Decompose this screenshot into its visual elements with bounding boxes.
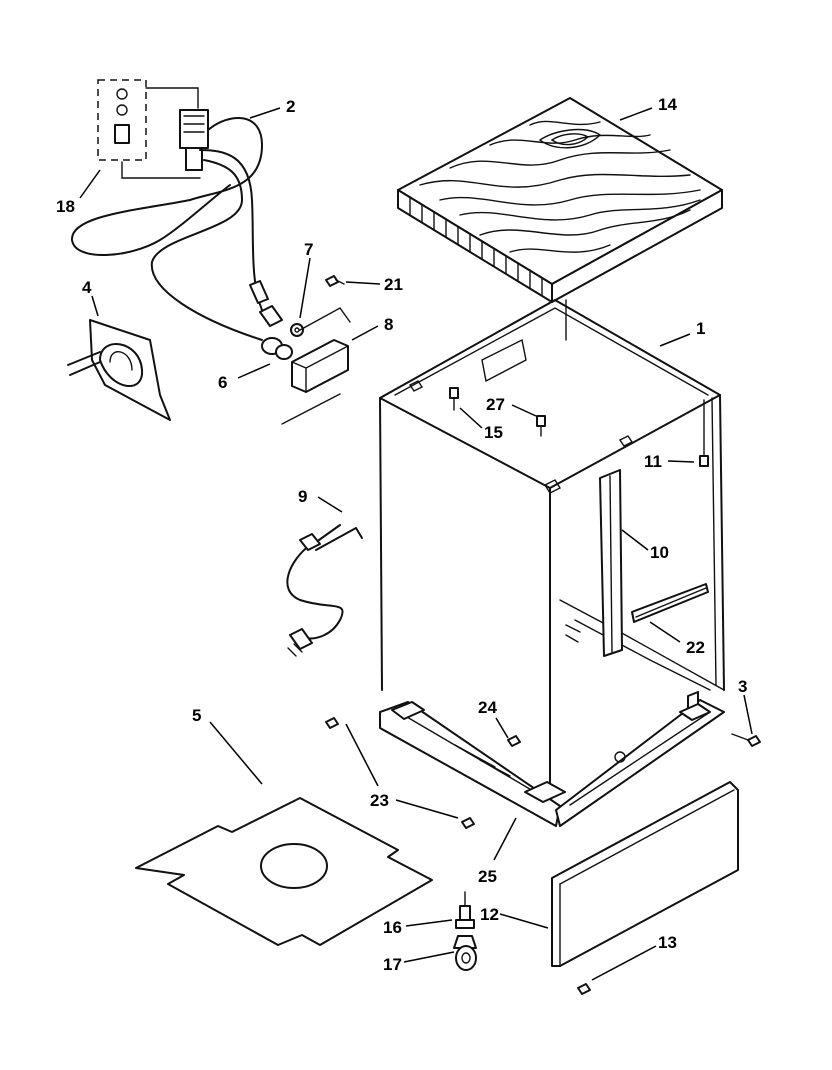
countertop-part	[397, 97, 723, 303]
callout-13: 13	[658, 933, 677, 952]
washer-part	[290, 323, 304, 337]
callout-2: 2	[286, 97, 295, 116]
callout-15: 15	[484, 423, 503, 442]
screw-11-part	[699, 399, 709, 467]
callout-3: 3	[738, 677, 747, 696]
callout-10: 10	[650, 543, 669, 562]
wire-harness-part	[286, 524, 363, 657]
screw-24-part	[507, 735, 521, 747]
callout-14: 14	[658, 95, 677, 114]
callout-leaders	[79, 107, 753, 981]
callout-9: 9	[298, 487, 307, 506]
screw-21-part	[325, 275, 345, 287]
callout-25: 25	[478, 867, 497, 886]
screw-23b-part	[461, 817, 475, 829]
callout-23: 23	[370, 791, 389, 810]
inlet-valve-part	[70, 79, 283, 341]
screw-23a-part	[325, 717, 339, 729]
cabinet-part	[379, 299, 725, 793]
side-brace-part	[599, 469, 623, 657]
callout-24: 24	[478, 698, 497, 717]
base-part	[379, 691, 725, 827]
screw-13-part	[577, 983, 591, 995]
hose-nut-part	[261, 337, 293, 360]
caster-stem-part	[455, 891, 475, 929]
callout-1: 1	[696, 319, 705, 338]
drain-bracket-part	[67, 319, 171, 421]
toe-panel-part	[551, 781, 739, 967]
rear-brace-part	[631, 583, 709, 623]
screw-15-part	[449, 387, 459, 411]
callout-6: 6	[218, 373, 227, 392]
junction-box-part	[281, 307, 351, 425]
callout-11: 11	[644, 452, 662, 471]
callout-17: 17	[383, 955, 402, 974]
caster-part	[453, 935, 477, 971]
callout-12: 12	[480, 905, 499, 924]
floor-pad-part	[135, 797, 433, 946]
callout-labels: 14 2 18 4 7 21 8 6 1 27 15 11 9 10 22 5 …	[56, 95, 747, 974]
screw-27-part	[536, 415, 546, 437]
callout-4: 4	[82, 278, 92, 297]
callout-7: 7	[304, 240, 313, 259]
callout-16: 16	[383, 918, 402, 937]
callout-8: 8	[384, 315, 393, 334]
callout-21: 21	[384, 275, 403, 294]
callout-27: 27	[486, 395, 505, 414]
callout-5: 5	[192, 706, 201, 725]
callout-18: 18	[56, 197, 75, 216]
screw-3-part	[731, 733, 761, 747]
callout-22: 22	[686, 638, 705, 657]
